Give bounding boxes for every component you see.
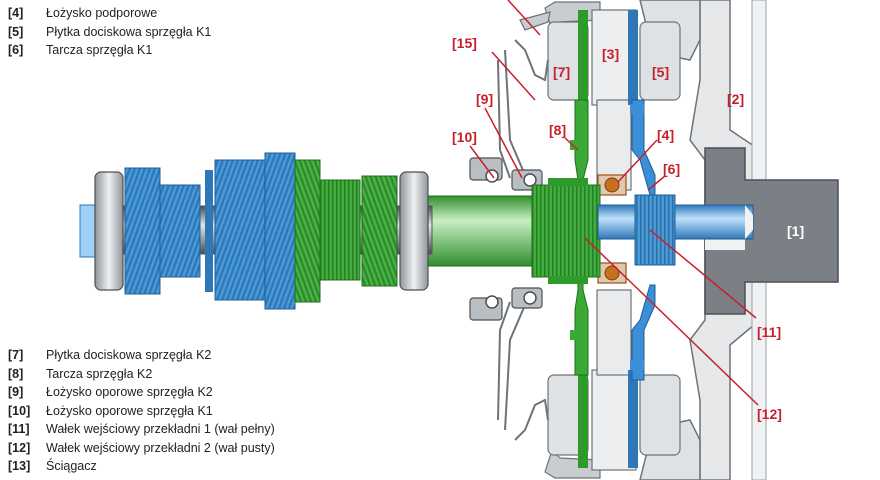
diaphragm-springs bbox=[497, 39, 549, 441]
legend-item-5: [5] Płytka dociskowa sprzęgła K1 bbox=[8, 23, 211, 42]
legend-label: Płytka dociskowa sprzęgła K2 bbox=[46, 348, 212, 362]
legend-item-12: [12] Wałek wejściowy przekładni 2 (wał pu… bbox=[8, 439, 275, 458]
legend-label: Łożysko oporowe sprzęgła K2 bbox=[46, 385, 213, 399]
solid-input-shaft bbox=[597, 194, 754, 266]
legend-label: Łożysko oporowe sprzęgła K1 bbox=[46, 403, 213, 418]
callout-3: [3] bbox=[602, 46, 619, 62]
legend-item-6: [6] Tarcza sprzęgła K1 bbox=[8, 41, 211, 60]
callout-10: [10] bbox=[452, 129, 477, 145]
legend-number: [11] bbox=[8, 422, 30, 436]
legend-number: [5] bbox=[8, 24, 24, 39]
leader-lines bbox=[469, 0, 759, 406]
legend-label: Płytka dociskowa sprzęgła K1 bbox=[46, 24, 212, 39]
legend-number: [7] bbox=[8, 348, 24, 362]
legend-number: [10] bbox=[8, 403, 31, 418]
legend-number: [4] bbox=[8, 6, 24, 20]
callout-6: [6] bbox=[663, 161, 680, 177]
legend-item-8: [8] Tarcza sprzęgła K2 bbox=[8, 365, 275, 384]
callout-5: [5] bbox=[652, 64, 669, 80]
legend-number: [6] bbox=[8, 43, 24, 57]
legend-item-7: [7] Płytka dociskowa sprzęgła K2 bbox=[8, 346, 275, 365]
legend-item-10: [10] Łożysko oporowe sprzęgła K1 bbox=[8, 402, 275, 421]
callout-7: [7] bbox=[553, 64, 570, 80]
callout-1: [1] bbox=[787, 223, 804, 239]
legend-bottom: [7] Płytka dociskowa sprzęgła K2 [8] Tarcz… bbox=[8, 346, 275, 476]
callout-15: [15] bbox=[452, 35, 477, 51]
legend-item-11: [11] Wałek wejściowy przekładni 1 (wał pe… bbox=[8, 420, 275, 439]
legend-label: Łożysko podporowe bbox=[46, 6, 158, 20]
hollow-input-shaft bbox=[427, 178, 601, 284]
gear-cluster bbox=[79, 152, 433, 310]
legend-item-4: [4] Łożysko podporowe bbox=[8, 4, 211, 23]
legend-number: [9] bbox=[8, 385, 24, 399]
legend-number: [13] bbox=[8, 459, 31, 473]
legend-label: Tarcza sprzęgła K2 bbox=[46, 366, 153, 381]
callout-9: [9] bbox=[476, 91, 493, 107]
legend-top: [4] Łożysko podporowe [5] Płytka dociskowa… bbox=[8, 4, 211, 60]
callout-labels: [15] [9] [10] [8] [7] [3] [5] [2] [4] [6… bbox=[452, 35, 804, 422]
legend-number: [8] bbox=[8, 366, 24, 381]
legend-label: Wałek wejściowy przekładni 2 (wał pusty) bbox=[46, 440, 275, 455]
legend-label: Ściągacz bbox=[46, 459, 97, 473]
legend-label: Tarcza sprzęgła K1 bbox=[46, 43, 153, 57]
callout-8: [8] bbox=[549, 122, 566, 138]
callout-4: [4] bbox=[657, 127, 674, 143]
callout-2: [2] bbox=[727, 91, 744, 107]
legend-item-13: [13] Ściągacz bbox=[8, 457, 275, 476]
k1-disc-carrier bbox=[630, 99, 656, 381]
callout-11: [11] bbox=[757, 324, 781, 340]
callout-12: [12] bbox=[757, 406, 782, 422]
release-bearings bbox=[469, 157, 543, 321]
legend-item-9: [9] Łożysko oporowe sprzęgła K2 bbox=[8, 383, 275, 402]
legend-number: [12] bbox=[8, 440, 31, 455]
legend-label: Wałek wejściowy przekładni 1 (wał pełny) bbox=[46, 422, 275, 436]
